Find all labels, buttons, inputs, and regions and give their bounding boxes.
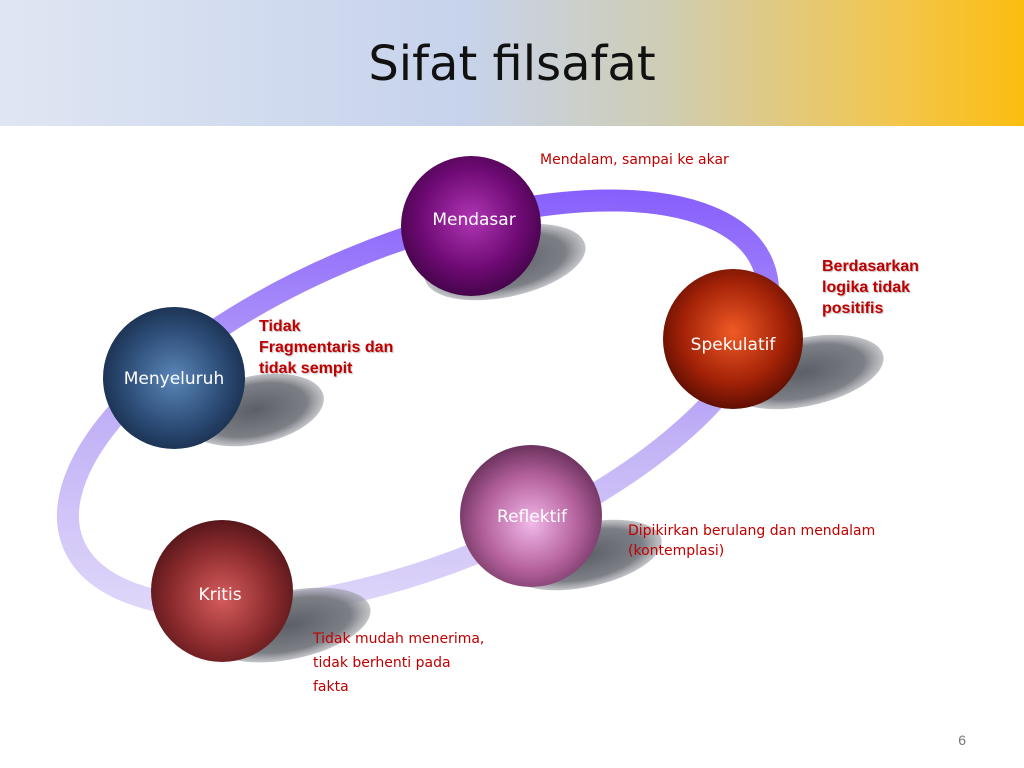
menyeluruh-note-line: Fragmentaris dan [259, 339, 394, 356]
menyeluruh-note-line: Tidak [259, 318, 301, 335]
kritis-note-line: fakta [313, 679, 349, 695]
spekulatif-note: Berdasarkan logika tidak positifis [822, 256, 919, 319]
kritis-note-line: tidak berhenti pada [313, 655, 451, 671]
kritis-sphere [151, 520, 293, 662]
reflektif-note: Dipikirkan berulang dan mendalam (kontem… [628, 521, 875, 561]
slide-title: Sifat filsafat [368, 36, 656, 92]
mendasar-label: Mendasar [432, 210, 516, 230]
reflektif-note-line: Dipikirkan berulang dan mendalam [628, 523, 876, 539]
spekulatif-note-line: logika tidak [822, 279, 911, 296]
reflektif-sphere [460, 445, 602, 587]
spekulatif-sphere [663, 269, 803, 409]
menyeluruh-note: Tidak Fragmentaris dan tidak sempit [259, 316, 393, 379]
page-number: 6 [958, 732, 966, 748]
reflektif-label: Reflektif [497, 507, 567, 527]
menyeluruh-note-line: tidak sempit [259, 360, 353, 377]
kritis-note-line: Tidak mudah menerima, [313, 631, 485, 647]
menyeluruh-sphere [103, 307, 245, 449]
kritis-label: Kritis [198, 585, 242, 605]
mendasar-note-line: Mendalam, sampai ke akar [540, 152, 729, 168]
menyeluruh-label: Menyeluruh [123, 369, 225, 389]
mendasar-sphere [401, 156, 541, 296]
spekulatif-label: Spekulatif [690, 335, 776, 355]
title-banner [0, 0, 1024, 126]
spekulatif-note-line: Berdasarkan [822, 258, 919, 275]
reflektif-note-line: (kontemplasi) [628, 543, 725, 559]
spekulatif-note-line: positifis [822, 300, 884, 317]
mendasar-note: Mendalam, sampai ke akar [540, 150, 729, 170]
kritis-note: Tidak mudah menerima, tidak berhenti pad… [313, 627, 484, 699]
